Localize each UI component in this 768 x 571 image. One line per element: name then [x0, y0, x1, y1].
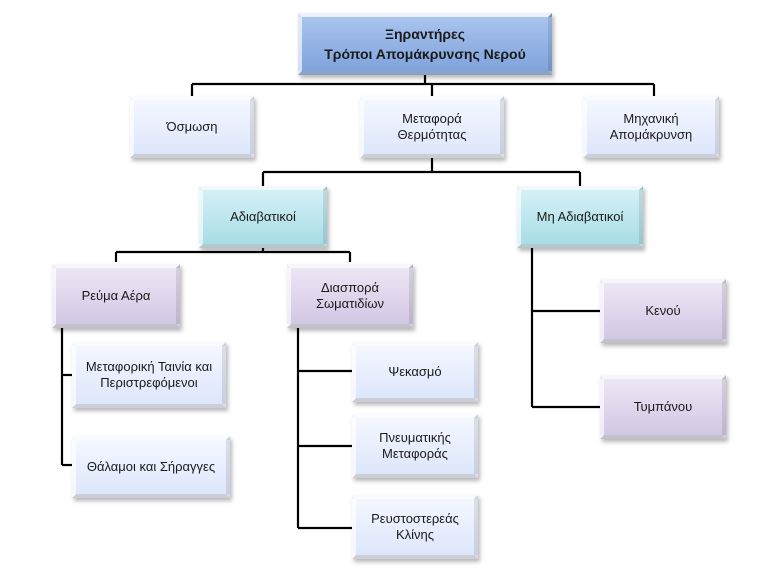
- node-non-adiabatic: Μη Αδιαβατικοί: [517, 186, 643, 248]
- leaf-fluidized-bed: Ρευστοστερεάς Κλίνης: [352, 495, 478, 559]
- node-adiabatic: Αδιαβατικοί: [199, 186, 327, 248]
- node-mechanical-removal: Μηχανική Απομάκρυνση: [583, 96, 719, 158]
- leaf-spray: Ψεκασμό: [352, 342, 478, 402]
- node-particle-dispersion: Διασπορά Σωματιδίων: [287, 264, 413, 328]
- node-osmosis: Όσμωση: [130, 96, 254, 158]
- root-node: Ξηραντήρες Τρόποι Απομάκρυνσης Νερού: [298, 13, 552, 75]
- leaf-chambers-tunnels: Θάλαμοι και Σήραγγες: [72, 436, 230, 498]
- leaf-conveyor-rotary: Μεταφορική Ταινία και Περιστρεφόμενοι: [72, 342, 226, 408]
- leaf-drum: Τυμπάνου: [600, 375, 726, 439]
- leaf-pneumatic-conveying: Πνευματικής Μεταφοράς: [352, 414, 478, 478]
- root-subtitle: Τρόποι Απομάκρυνσης Νερού: [324, 46, 526, 62]
- node-heat-transfer: Μεταφορά Θερμότητας: [360, 96, 504, 158]
- leaf-vacuum: Κενού: [600, 279, 726, 343]
- root-title: Ξηραντήρες: [384, 26, 465, 42]
- node-air-flow: Ρεύμα Αέρα: [52, 264, 180, 328]
